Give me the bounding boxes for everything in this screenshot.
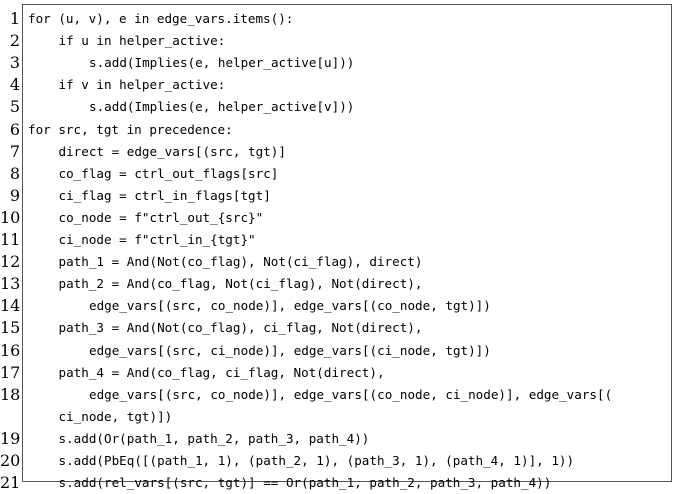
line-number: 8 bbox=[9, 163, 20, 183]
line-number: 15 bbox=[0, 318, 21, 338]
code-line: if u in helper_active: bbox=[58, 33, 226, 49]
line-number: 5 bbox=[9, 97, 20, 117]
line-number: 18 bbox=[0, 384, 21, 404]
code-frame bbox=[22, 4, 672, 482]
line-number: 14 bbox=[0, 296, 21, 316]
code-line: s.add(Or(path_1, path_2, path_3, path_4)… bbox=[58, 430, 370, 446]
line-number: 19 bbox=[0, 428, 21, 448]
line-number: 9 bbox=[9, 185, 20, 205]
code-line: direct = edge_vars[(src, tgt)] bbox=[58, 143, 286, 159]
line-number: 13 bbox=[0, 274, 21, 294]
code-line: ci_node = f"ctrl_in_{tgt}" bbox=[58, 232, 256, 247]
line-number: 4 bbox=[9, 75, 20, 95]
code-line: for (u, v), e in edge_vars.items(): bbox=[28, 11, 294, 26]
line-number: 16 bbox=[0, 340, 21, 360]
line-number: 7 bbox=[9, 141, 20, 161]
code-line: s.add(Implies(e, helper_active[v])) bbox=[89, 99, 355, 115]
code-line: ci_node, tgt)]) bbox=[58, 408, 173, 424]
code-line: s.add(PbEq([(path_1, 1), (path_2, 1), (p… bbox=[58, 453, 575, 468]
code-line: path_2 = And(co_flag, Not(ci_flag), Not(… bbox=[58, 276, 423, 292]
code-line: co_flag = ctrl_out_flags[src] bbox=[58, 165, 279, 181]
line-number: 1 bbox=[9, 9, 20, 28]
code-line: path_4 = And(co_flag, ci_flag, Not(direc… bbox=[58, 364, 385, 380]
line-number: 20 bbox=[0, 451, 21, 470]
code-line: edge_vars[(src, ci_node)], edge_vars[(ci… bbox=[89, 342, 491, 358]
code-line: s.add(Implies(e, helper_active[u])) bbox=[89, 55, 355, 71]
line-number: 10 bbox=[0, 207, 21, 227]
line-number: 2 bbox=[9, 31, 20, 51]
line-number: 6 bbox=[9, 119, 20, 139]
code-line: co_node = f"ctrl_out_{src}" bbox=[58, 209, 264, 225]
code-line: for src, tgt in precedence: bbox=[28, 121, 233, 137]
code-line: path_1 = And(Not(co_flag), Not(ci_flag),… bbox=[58, 254, 423, 270]
code-line: edge_vars[(src, co_node)], edge_vars[(co… bbox=[89, 386, 613, 402]
line-number: 21 bbox=[0, 473, 21, 493]
line-number: 3 bbox=[9, 53, 20, 73]
code-line: path_3 = And(Not(co_flag), ci_flag, Not(… bbox=[58, 320, 423, 336]
code-line: ci_flag = ctrl_in_flags[tgt] bbox=[58, 187, 271, 203]
line-number: 17 bbox=[0, 362, 21, 382]
line-number: 12 bbox=[0, 252, 21, 272]
code-line: if v in helper_active: bbox=[58, 77, 226, 93]
code-line: edge_vars[(src, co_node)], edge_vars[(co… bbox=[89, 298, 491, 314]
code-line: s.add(rel_vars[(src, tgt)] == Or(path_1,… bbox=[58, 475, 552, 491]
line-number: 11 bbox=[0, 230, 21, 249]
